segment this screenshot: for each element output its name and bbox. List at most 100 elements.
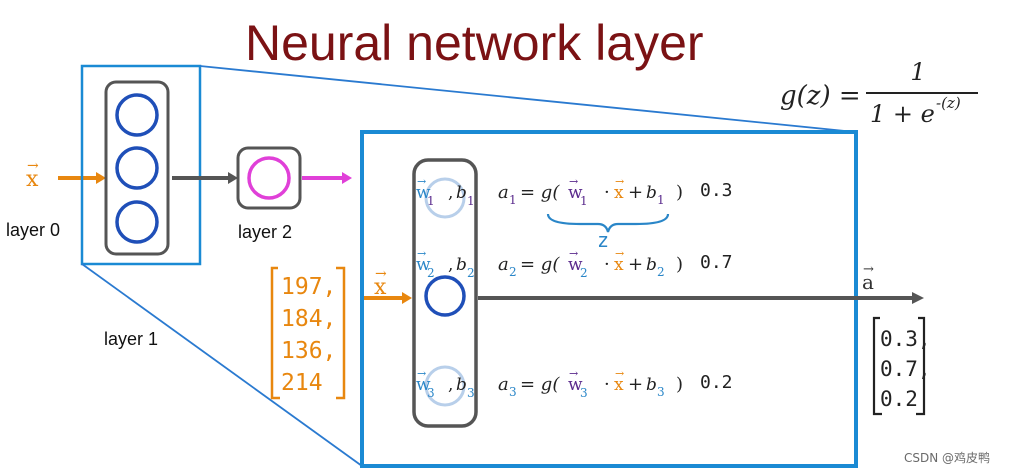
input-value-1: 197, <box>281 274 336 300</box>
layer2-box <box>236 146 302 210</box>
equation-x-arrow-icon: → <box>615 247 624 260</box>
weight-vector-label: w <box>416 255 431 275</box>
layer1-label: layer 1 <box>104 329 158 349</box>
activation-numerator: 1 <box>910 58 925 86</box>
activation-output-label: a <box>498 182 509 203</box>
param-comma: , <box>448 183 453 203</box>
input-value-2: 184, <box>281 306 336 332</box>
layer2-arrowhead-icon <box>228 172 238 184</box>
activation-output-subscript: 1 <box>509 193 517 207</box>
equation-x-arrow-icon: → <box>615 367 624 380</box>
activation-lhs: g(z) = <box>780 81 861 111</box>
equation-weight-subscript: 1 <box>580 194 588 208</box>
activation-output-subscript: 3 <box>509 385 517 399</box>
z-brace <box>546 213 670 233</box>
bias-subscript: 2 <box>467 266 475 280</box>
equation-x: x <box>614 375 624 395</box>
layer1-neuron-3 <box>115 200 159 244</box>
equation-prefix: = g( <box>520 254 560 275</box>
output-value-3: 0.2 <box>880 387 918 411</box>
equation-plus: + <box>628 254 643 275</box>
weight-subscript: 3 <box>427 386 435 400</box>
layer1-neuron-1 <box>115 93 159 137</box>
page-title: Neural network layer <box>245 15 704 71</box>
equation-bias-subscript: 1 <box>657 193 665 207</box>
equation-bias: b <box>646 255 657 275</box>
zoom-line-bottom <box>81 263 363 467</box>
input-value-4: 214 <box>281 370 323 396</box>
weight-subscript: 1 <box>427 194 435 208</box>
watermark: CSDN @鸡皮鸭 <box>904 450 990 465</box>
bias-subscript: 3 <box>467 386 475 400</box>
zoom-vector-arrow-icon: → <box>375 266 387 282</box>
weight-vector-label: w <box>416 183 431 203</box>
input-arrowhead-icon <box>96 172 106 184</box>
bias-label: b <box>456 255 467 275</box>
input-x-label: x <box>26 167 39 192</box>
equation-dot: · <box>604 182 610 203</box>
layer1-highlight-box <box>80 64 202 266</box>
output-vector-right-bracket <box>916 316 926 416</box>
zoom-input-arrowhead-icon <box>402 292 412 304</box>
bias-label: b <box>456 183 467 203</box>
bias-label: b <box>456 375 467 395</box>
equation-bias: b <box>646 375 657 395</box>
equation-weight-subscript: 2 <box>580 266 588 280</box>
activation-formula: g(z) = 1 1 + e -(z) <box>780 58 978 128</box>
output-value-2: 0.7, <box>880 357 931 381</box>
equation-x: x <box>614 255 624 275</box>
activation-value: 0.2 <box>700 372 733 393</box>
input-vector: 197, 184, 136, 214 <box>270 266 346 400</box>
layer1-neuron-2 <box>115 146 159 190</box>
layer2-neuron <box>247 156 291 200</box>
equation-weight-arrow-icon: → <box>569 175 578 188</box>
equation-bias: b <box>646 183 657 203</box>
layer0-label: layer 0 <box>6 220 60 240</box>
activation-exponent: -(z) <box>936 94 961 112</box>
equation-x: x <box>614 183 624 203</box>
zoom-output-arrowhead-icon <box>912 292 924 304</box>
vector-arrow-icon: → <box>27 158 39 174</box>
output-arrowhead-icon <box>342 172 352 184</box>
layer2-label: layer 2 <box>238 222 292 242</box>
output-vector-arrow-icon: → <box>863 262 874 277</box>
input-vector-left-bracket <box>270 266 280 400</box>
output-a-label: a <box>862 270 874 294</box>
equation-weight-subscript: 3 <box>580 386 588 400</box>
z-label: z <box>597 228 609 252</box>
output-vector: 0.3, 0.7, 0.2 <box>872 316 931 416</box>
equation-weight-arrow-icon: → <box>569 367 578 380</box>
output-vector-left-bracket <box>872 316 882 416</box>
equation-plus: + <box>628 182 643 203</box>
equation-weight: w <box>568 255 583 275</box>
weight-subscript: 2 <box>427 266 435 280</box>
activation-value: 0.3 <box>700 180 733 201</box>
equation-bias-subscript: 2 <box>657 265 665 279</box>
equation-weight: w <box>568 183 583 203</box>
activation-denominator: 1 + e <box>870 100 935 128</box>
output-value-1: 0.3, <box>880 327 931 351</box>
input-vector-right-bracket <box>336 266 346 400</box>
zoom-neuron-1 <box>424 177 466 219</box>
equation-close: ) <box>676 374 683 395</box>
zoom-line-top <box>199 65 856 133</box>
equation-close: ) <box>676 182 683 203</box>
equation-prefix: = g( <box>520 374 560 395</box>
equation-weight: w <box>568 375 583 395</box>
weight-arrow-icon: → <box>417 367 426 380</box>
layer1-pill <box>104 80 170 256</box>
equation-close: ) <box>676 254 683 275</box>
zoom-neuron-2 <box>424 275 466 317</box>
zoom-layer-pill <box>412 158 478 428</box>
activation-value: 0.7 <box>700 252 733 273</box>
weight-vector-label: w <box>416 375 431 395</box>
equation-prefix: = g( <box>520 182 560 203</box>
equation-x-arrow-icon: → <box>615 175 624 188</box>
activation-output-label: a <box>498 374 509 395</box>
param-comma: , <box>448 255 453 275</box>
zoom-input-x-label: x <box>374 275 387 300</box>
